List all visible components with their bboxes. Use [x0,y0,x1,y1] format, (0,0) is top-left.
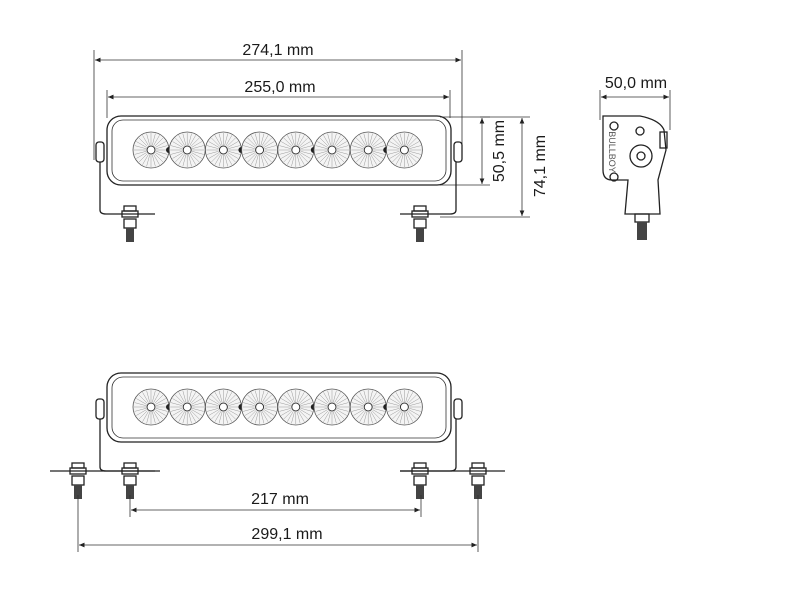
led [182,145,192,155]
light-bar-housing [95,115,463,242]
mount-bolt [416,228,424,242]
label-overall-width: 274,1 mm [242,42,313,59]
mount-bolt [126,228,134,242]
housing-frame [106,372,452,443]
led [291,402,301,412]
led [399,145,409,155]
mount-bolt [74,485,82,499]
front-view-top: 274,1 mm 255,0 mm 50,5 mm 74,1 mm [93,42,549,242]
label-lens-height: 50,5 mm [491,120,508,182]
dim-lens-height: 50,5 mm [479,118,508,184]
dim-overall-width: 274,1 mm [95,42,461,63]
light-bar-housing [50,372,505,499]
label-depth: 50,0 mm [605,75,667,92]
housing-frame [106,115,452,186]
end-cap [95,398,105,420]
mount-bolt [474,485,482,499]
label-inner-mount-spacing: 217 mm [251,491,309,508]
brand-logo: BULLBOY [607,131,617,173]
label-outer-mount-spacing: 299,1 mm [251,526,322,543]
dim-overall-height: 74,1 mm [519,118,549,216]
label-overall-height: 74,1 mm [532,135,549,197]
led [399,402,409,412]
mount-bolt [126,485,134,499]
led [146,145,156,155]
mount-bracket [99,162,155,215]
led [327,402,337,412]
mount-bolt [637,222,647,240]
end-cap [95,141,105,163]
dim-inner-mount-spacing: 217 mm [131,491,420,513]
dim-outer-mount-spacing: 299,1 mm [79,526,477,548]
led [182,402,192,412]
led [363,402,373,412]
dim-lens-width: 255,0 mm [108,79,449,100]
led [327,145,337,155]
end-cap [453,141,463,163]
mount-bolt [416,485,424,499]
led [255,145,265,155]
side-view: 50,0 mm BULLBOY [599,75,671,240]
label-lens-width: 255,0 mm [244,79,315,96]
led [363,145,373,155]
led [291,145,301,155]
mount-bracket [400,162,457,215]
led [218,402,228,412]
led [218,145,228,155]
end-cap [453,398,463,420]
mount-bracket [400,419,457,472]
side-housing [602,115,667,215]
led [255,402,265,412]
led [146,402,156,412]
front-view-bottom: 217 mm 299,1 mm [50,372,505,552]
